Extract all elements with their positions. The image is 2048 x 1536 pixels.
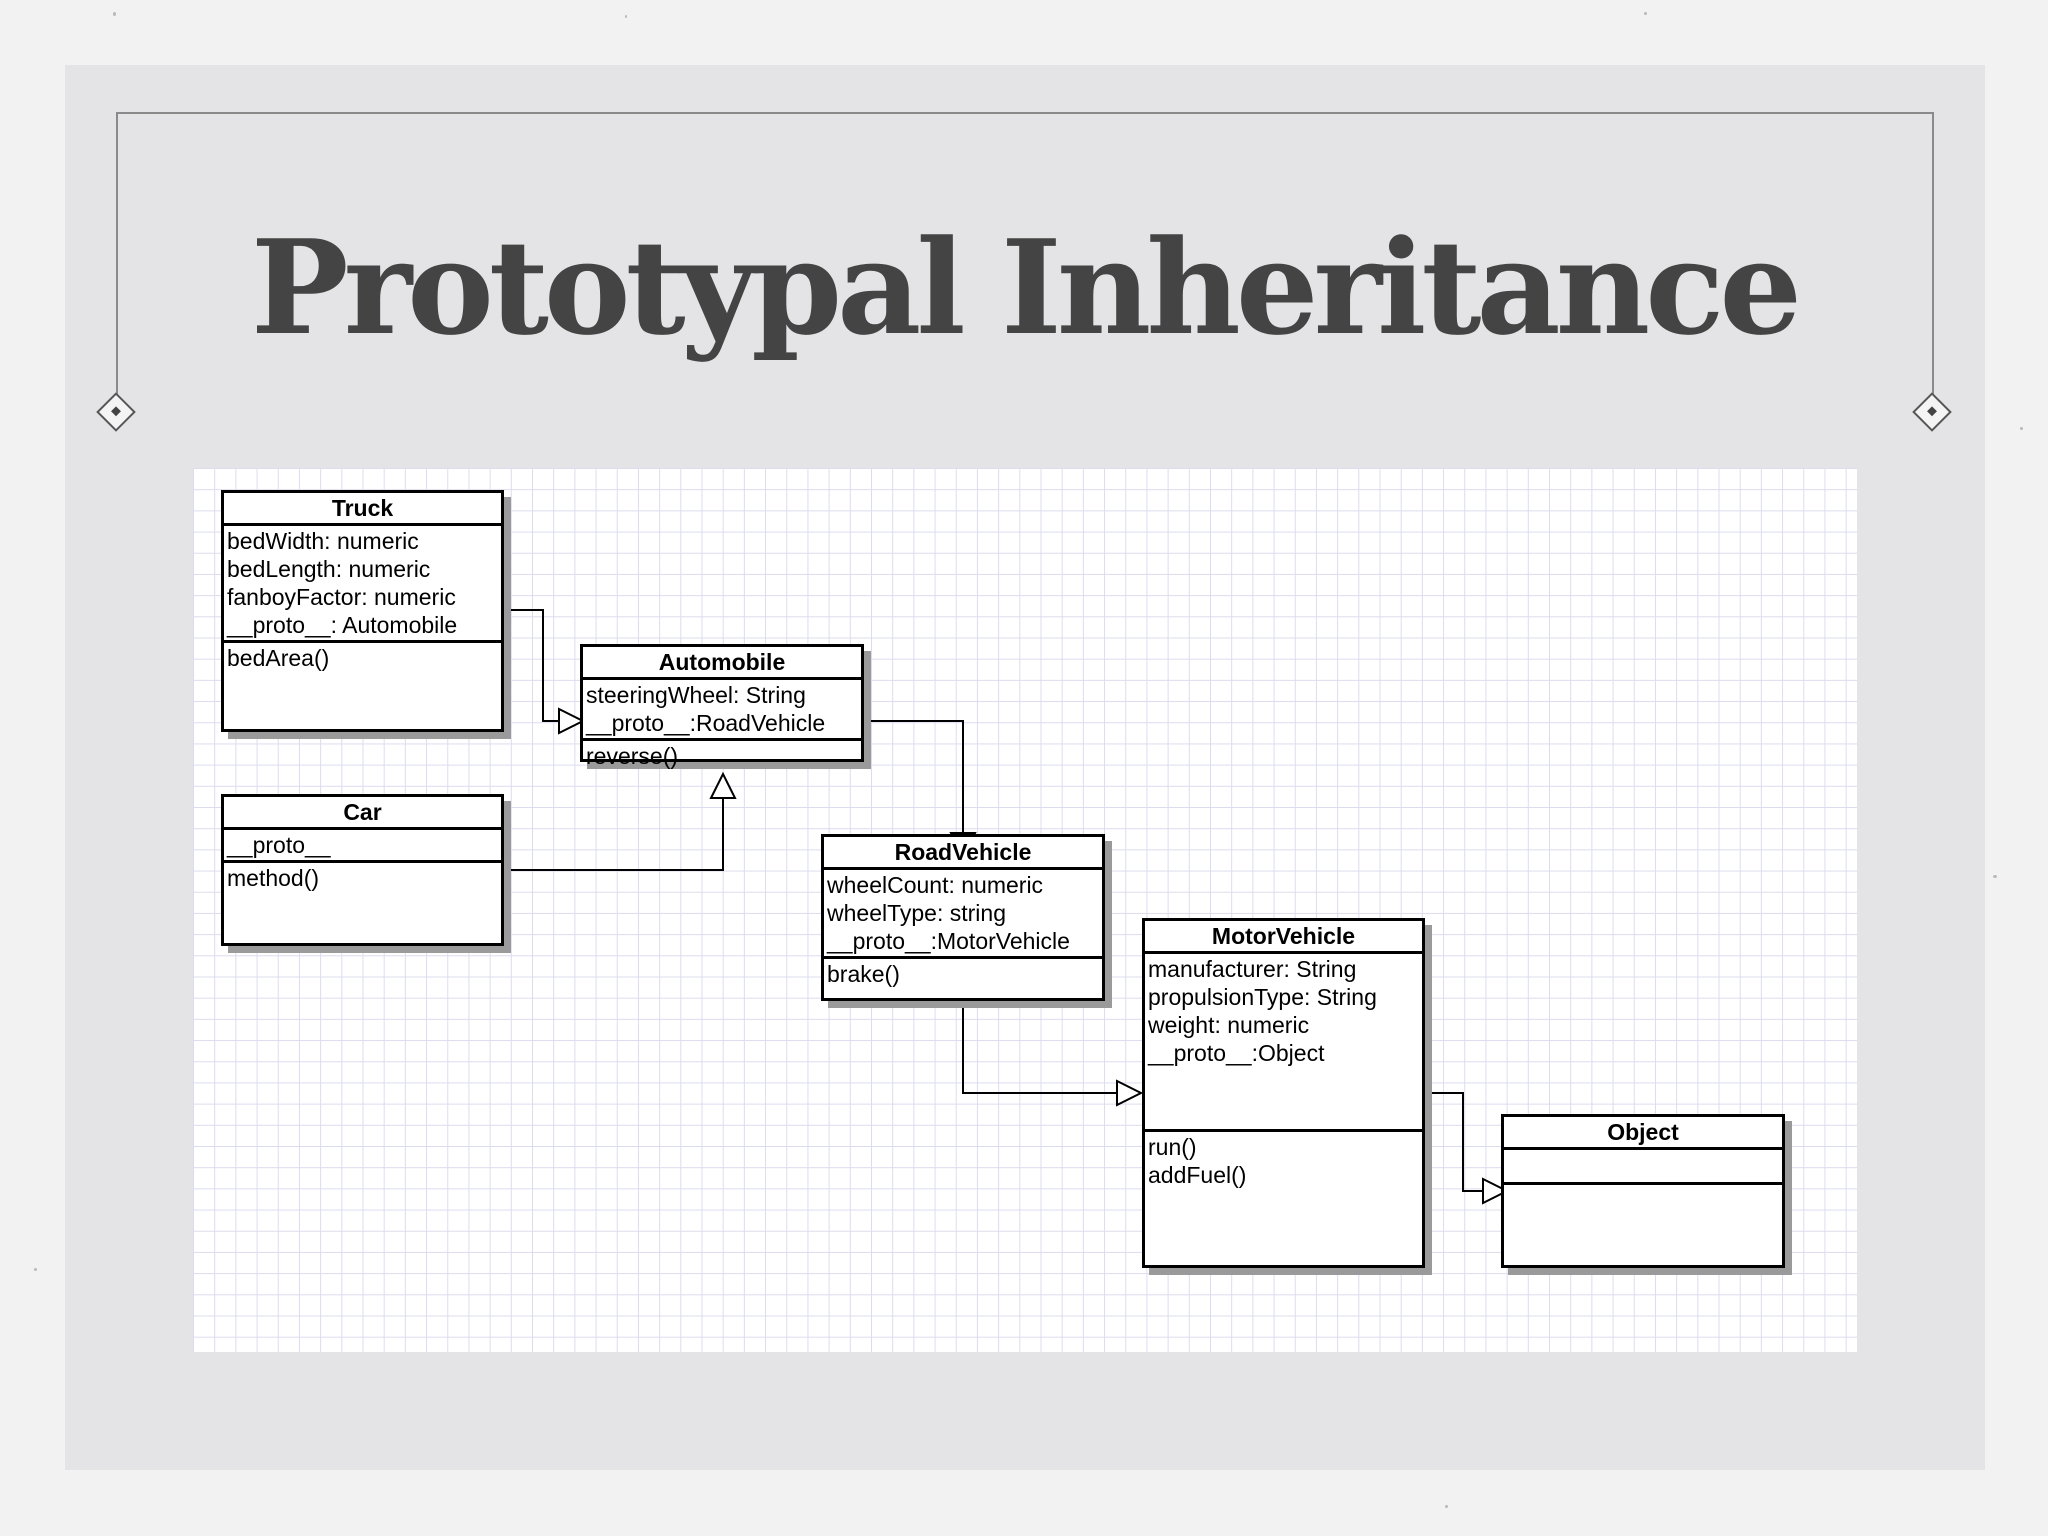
attribute-row: manufacturer: String [1148, 956, 1357, 982]
class-attributes: manufacturer: String propulsionType: Str… [1145, 954, 1422, 1132]
attribute-row: __proto__ [227, 832, 331, 858]
method-row: addFuel() [1148, 1162, 1247, 1188]
class-object[interactable]: Object [1501, 1114, 1785, 1268]
attribute-row: weight: numeric [1148, 1012, 1310, 1038]
attribute-row: fanboyFactor: numeric [227, 584, 456, 610]
slide-title: Prototypal Inheritance [250, 211, 1802, 364]
class-methods: reverse() [583, 741, 861, 771]
title-frame-top [116, 112, 1934, 114]
background-speck [34, 1268, 37, 1271]
class-name: RoadVehicle [824, 837, 1102, 870]
attribute-row: __proto__:RoadVehicle [586, 710, 826, 736]
background-speck [1993, 875, 1997, 878]
background-speck [625, 15, 627, 18]
attribute-row: __proto__:MotorVehicle [827, 928, 1070, 954]
inheritance-arrowhead-icon [709, 771, 737, 799]
class-methods [1504, 1185, 1782, 1265]
method-row: brake() [827, 961, 900, 987]
class-roadvehicle[interactable]: RoadVehicle wheelCount: numeric wheelTyp… [821, 834, 1105, 1001]
method-row: run() [1148, 1134, 1197, 1160]
class-name: MotorVehicle [1145, 921, 1422, 954]
inheritance-arrowhead-icon [1116, 1079, 1144, 1107]
class-name: Automobile [583, 647, 861, 680]
attribute-row: wheelCount: numeric [827, 872, 1044, 898]
class-methods: bedArea() [224, 643, 501, 729]
automobile-to-roadvehicle-line [863, 720, 964, 833]
attribute-row: bedLength: numeric [227, 556, 431, 582]
title-frame-right [1932, 112, 1934, 394]
class-truck[interactable]: Truck bedWidth: numeric bedLength: numer… [221, 490, 504, 732]
background-speck [1644, 12, 1647, 15]
inheritance-arrowhead-icon [558, 707, 586, 735]
inheritance-arrowhead-icon [1482, 1177, 1510, 1205]
background-speck [1445, 1505, 1448, 1508]
class-name: Truck [224, 493, 501, 526]
class-methods: method() [224, 863, 501, 943]
motorvehicle-to-object-line [1423, 1092, 1483, 1192]
class-attributes: __proto__ [224, 830, 501, 863]
roadvehicle-to-motorvehicle-line [962, 1001, 1117, 1094]
method-row: method() [227, 865, 320, 891]
attribute-row: __proto__: Automobile [227, 612, 458, 638]
class-automobile[interactable]: Automobile steeringWheel: String __proto… [580, 644, 864, 769]
attribute-row: bedWidth: numeric [227, 528, 419, 554]
attribute-row: wheelType: string [827, 900, 1006, 926]
class-attributes: wheelCount: numeric wheelType: string __… [824, 870, 1102, 959]
attribute-row: steeringWheel: String [586, 682, 806, 708]
attribute-row: __proto__:Object [1148, 1040, 1325, 1066]
class-motorvehicle[interactable]: MotorVehicle manufacturer: String propul… [1142, 918, 1425, 1268]
class-attributes [1504, 1150, 1782, 1185]
car-to-automobile-line [503, 798, 724, 871]
truck-to-automobile-line [503, 609, 559, 722]
title-frame-left [116, 112, 118, 394]
class-methods: run() addFuel() [1145, 1132, 1422, 1265]
attribute-row: propulsionType: String [1148, 984, 1377, 1010]
class-attributes: steeringWheel: String __proto__:RoadVehi… [583, 680, 861, 741]
class-attributes: bedWidth: numeric bedLength: numeric fan… [224, 526, 501, 643]
background-speck [113, 12, 116, 16]
class-car[interactable]: Car __proto__ method() [221, 794, 504, 946]
method-row: bedArea() [227, 645, 330, 671]
class-name: Car [224, 797, 501, 830]
class-name: Object [1504, 1117, 1782, 1150]
method-row: reverse() [586, 743, 679, 769]
background-speck [2020, 427, 2023, 430]
uml-diagram: Truck bedWidth: numeric bedLength: numer… [193, 468, 1857, 1352]
class-methods: brake() [824, 959, 1102, 998]
